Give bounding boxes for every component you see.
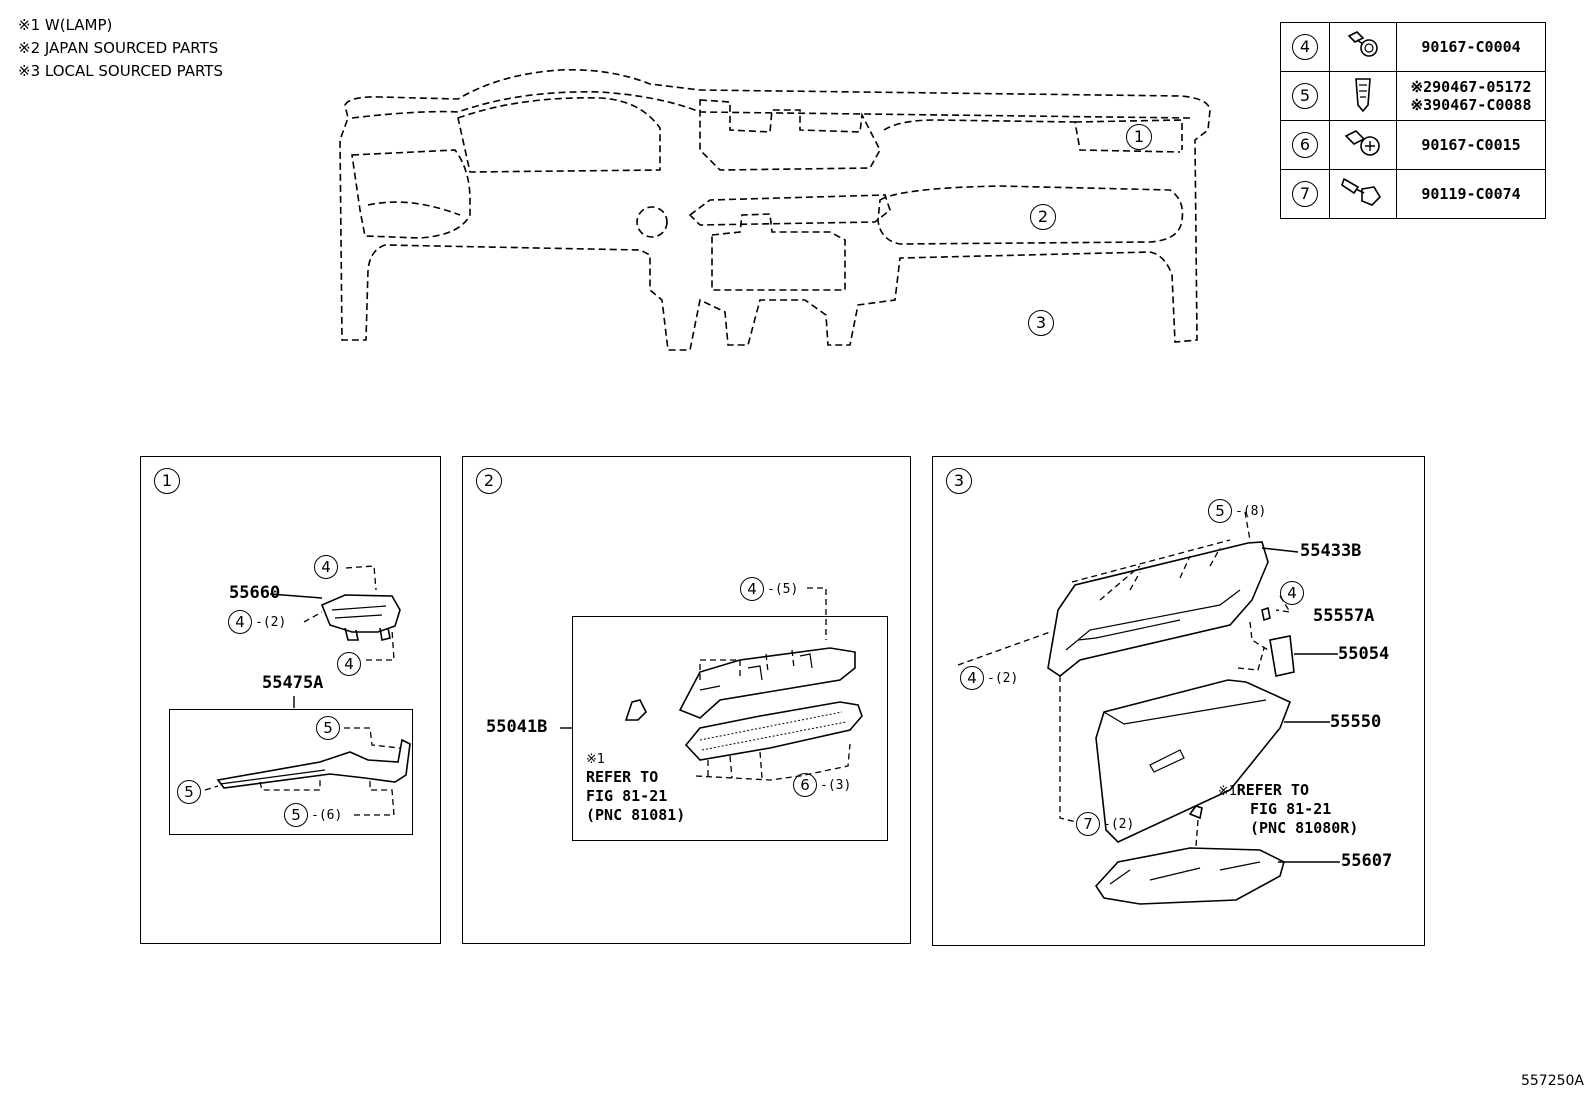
legend-number: 6	[1292, 132, 1318, 158]
fastener-ref: 5	[316, 716, 343, 740]
legend-part-number: 90119-C0074	[1421, 185, 1521, 203]
fastener-ref: 7-(2)	[1076, 812, 1134, 836]
part-label: 55054	[1338, 644, 1390, 664]
part-label: 55433B	[1300, 541, 1362, 561]
part-label: 55475A	[262, 673, 324, 693]
fastener-ref: 4	[1280, 581, 1307, 605]
fastener-ref: 5	[177, 780, 204, 804]
fastener-ref: 4	[314, 555, 341, 579]
panel-index: 3	[946, 468, 972, 494]
reference-note: (PNC 81080R)	[1250, 819, 1359, 837]
reference-note: (PNC 81081)	[586, 806, 686, 824]
overview-callout: 1	[1126, 124, 1152, 150]
panel-index: 2	[476, 468, 502, 494]
note-2: ※2 JAPAN SOURCED PARTS	[18, 39, 219, 57]
part-label: 55660	[229, 583, 281, 603]
fastener-ref: 4-(2)	[228, 610, 286, 634]
reference-note: REFER TO	[586, 768, 659, 786]
part-label: 55557A	[1313, 606, 1375, 626]
sub-assembly-box	[572, 616, 888, 841]
bolt-long-icon	[1341, 177, 1382, 206]
overview-callout: 3	[1028, 310, 1054, 336]
fastener-ref: 4-(2)	[960, 666, 1018, 690]
screw-icon	[1344, 130, 1380, 156]
legend-row: 6 90167-C0015	[1280, 120, 1546, 170]
legend-part-number: ※290467-05172	[1410, 78, 1532, 96]
overview-callout: 2	[1030, 204, 1056, 230]
legend-row: 7 90119-C0074	[1280, 169, 1546, 219]
panel-index: 1	[154, 468, 180, 494]
legend-number: 7	[1292, 181, 1318, 207]
legend-row: 5 ※290467-05172※390467-C0088	[1280, 71, 1546, 121]
legend-number: 5	[1292, 83, 1318, 109]
legend-part-number: 90167-C0015	[1421, 136, 1521, 154]
detail-panel-3: 3	[932, 456, 1425, 946]
part-label: 55041B	[486, 717, 548, 737]
reference-note: FIG 81-21	[586, 787, 668, 805]
legend-row: 4 90167-C0004	[1280, 22, 1546, 72]
detail-panel-1: 1	[140, 456, 441, 944]
fastener-ref: 5-(6)	[284, 803, 342, 827]
legend-part-number: 90167-C0004	[1421, 38, 1521, 56]
bolt-icon	[1347, 31, 1378, 57]
note-mark: ※1	[586, 752, 605, 767]
part-label: 55607	[1341, 851, 1393, 871]
legend-part-number: ※390467-C0088	[1410, 96, 1532, 114]
notes: ※1 W(LAMP) ※2 JAPAN SOURCED PARTS ※3 LOC…	[18, 14, 223, 83]
clip-icon	[1355, 78, 1371, 113]
note-1: ※1 W(LAMP)	[18, 16, 113, 34]
fastener-ref: 4	[337, 652, 364, 676]
reference-note: ※1REFER TO	[1218, 781, 1309, 799]
sub-assembly-box	[169, 709, 413, 835]
fastener-legend-table: 4 90167-C0004 5 ※290467-05172※390467-C00…	[1280, 22, 1546, 219]
legend-number: 4	[1292, 34, 1318, 60]
figure-code: 557250A	[1520, 1073, 1584, 1089]
note-3: ※3 LOCAL SOURCED PARTS	[18, 62, 223, 80]
fastener-ref: 6-(3)	[793, 773, 851, 797]
fastener-ref: 5-(8)	[1208, 499, 1266, 523]
part-label: 55550	[1330, 712, 1382, 732]
reference-note: FIG 81-21	[1250, 800, 1332, 818]
fastener-ref: 4-(5)	[740, 577, 798, 601]
detail-panel-2: 2	[462, 456, 911, 944]
